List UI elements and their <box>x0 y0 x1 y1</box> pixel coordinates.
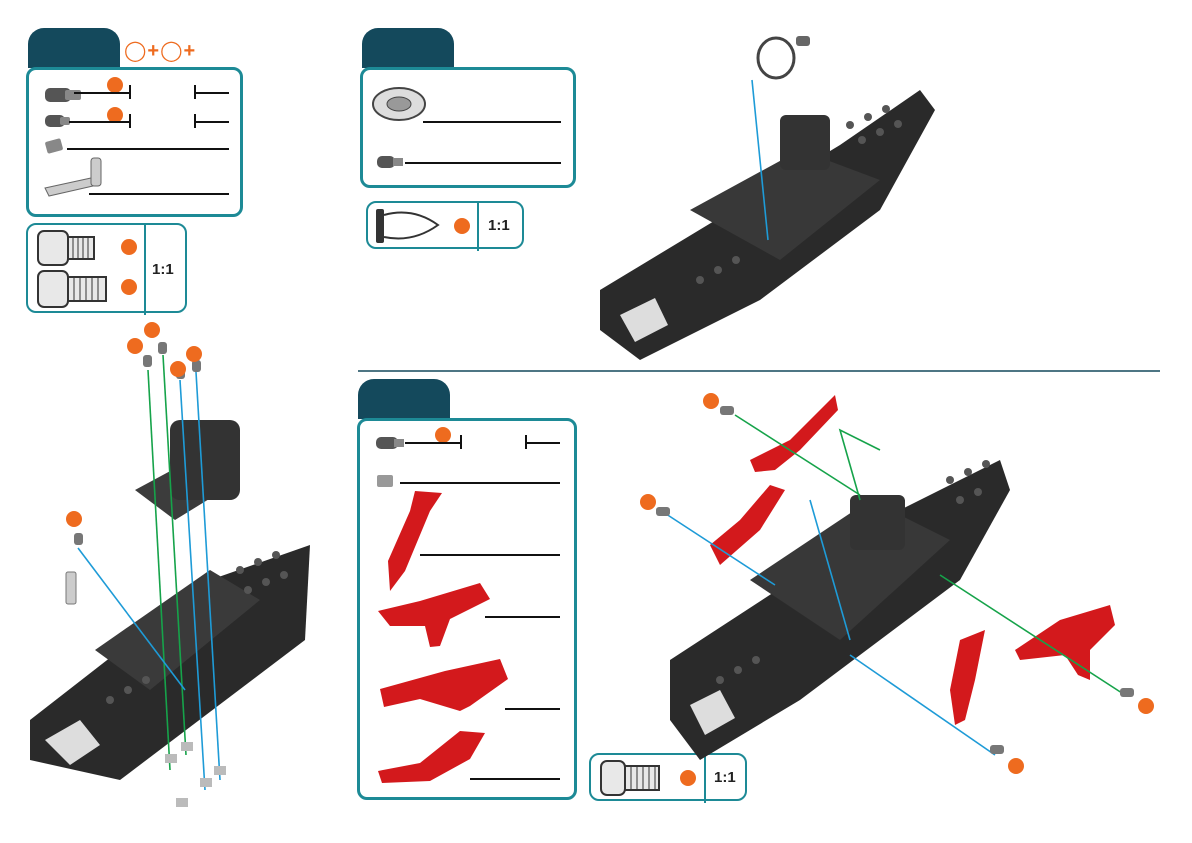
leader-line <box>405 162 561 164</box>
count-dot <box>127 338 143 354</box>
steering-parts-drawings <box>363 70 579 191</box>
count-dot <box>454 218 470 234</box>
left-assembly-illustration <box>0 0 330 843</box>
length-line <box>405 442 460 444</box>
parts-panel-top-right <box>360 67 576 188</box>
count-dot <box>1138 698 1154 714</box>
step-tab-bottom-right <box>358 379 450 419</box>
step-tab-top-right <box>362 28 454 68</box>
scale-panel-bottom-right: 1:1 <box>589 753 747 801</box>
count-dot <box>703 393 719 409</box>
leader-line <box>423 121 561 123</box>
count-dot <box>1008 758 1024 774</box>
leader-line <box>420 554 560 556</box>
leader-line <box>485 616 560 618</box>
length-tick <box>460 435 462 449</box>
count-dot <box>144 322 160 338</box>
parts-panel-bottom-right <box>357 418 577 800</box>
scale-label: 1:1 <box>714 769 736 786</box>
count-dot <box>170 361 186 377</box>
leader-line <box>505 708 560 710</box>
count-dot <box>186 346 202 362</box>
bracket-parts-drawings <box>360 421 580 803</box>
count-dot <box>640 494 656 510</box>
count-dot <box>66 511 82 527</box>
leader-line <box>400 482 560 484</box>
scale-panel-top-right: 1:1 <box>366 201 524 249</box>
count-dot <box>680 770 696 786</box>
length-line <box>525 442 560 444</box>
scale-label: 1:1 <box>488 217 510 234</box>
leader-line <box>470 778 560 780</box>
count-dot <box>435 427 451 443</box>
